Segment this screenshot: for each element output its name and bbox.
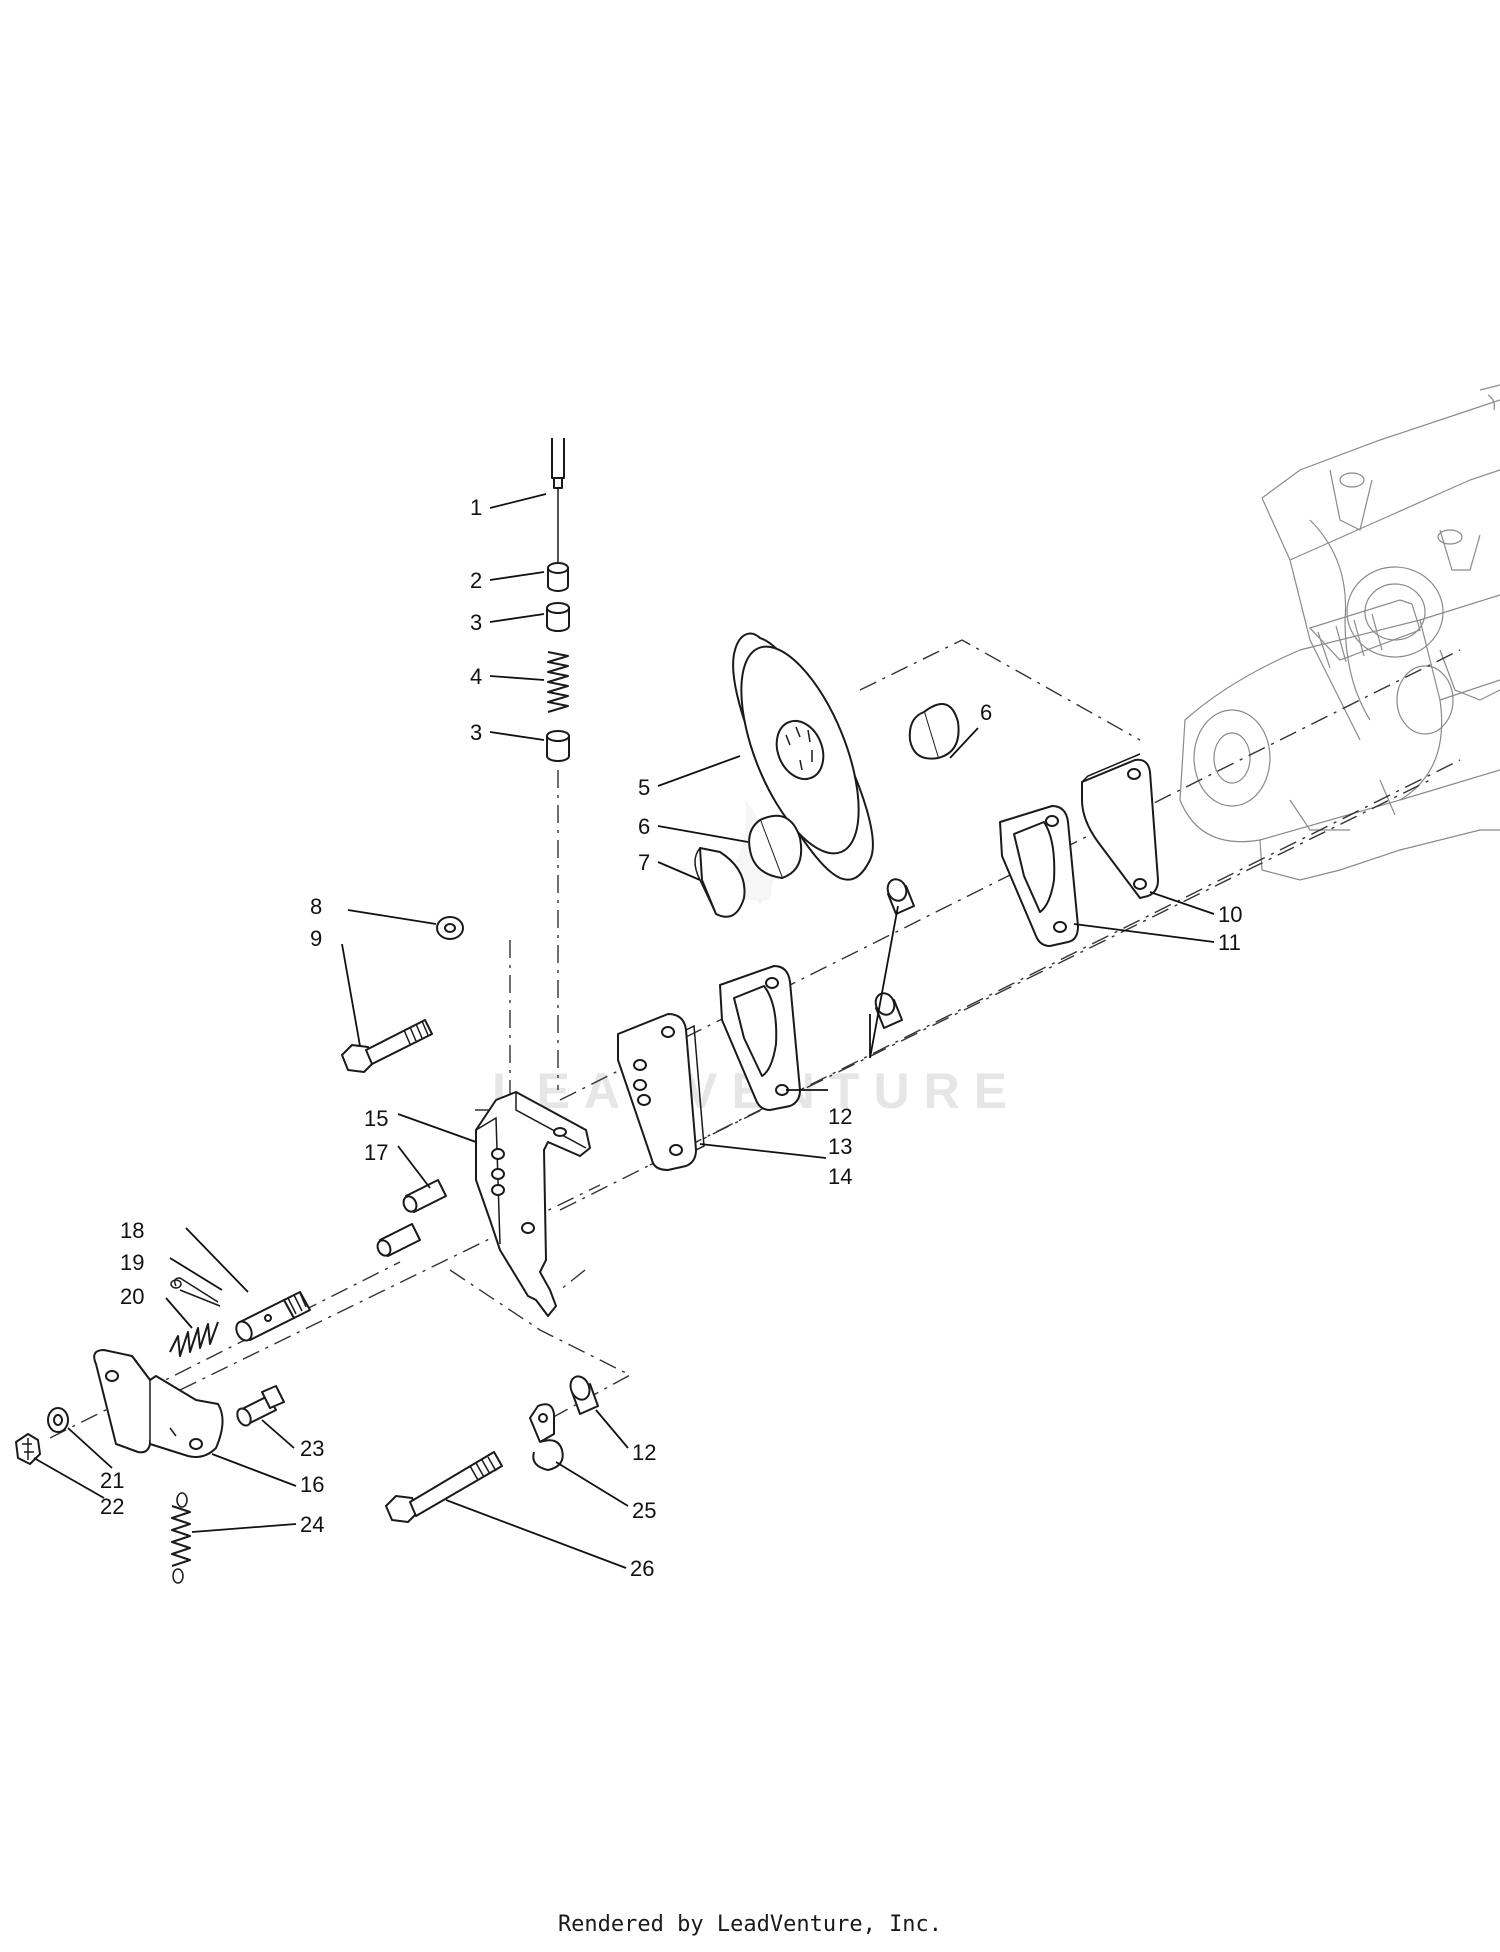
callout-4: 4 bbox=[470, 664, 482, 689]
pivot-part-23 bbox=[236, 1385, 285, 1427]
bolt-part-9 bbox=[341, 1019, 433, 1073]
cable-part-1 bbox=[551, 438, 565, 568]
flange-part-13 bbox=[719, 965, 801, 1111]
spring-part-4 bbox=[547, 651, 569, 713]
callout-2: 2 bbox=[470, 568, 482, 593]
pin-part-17-lower bbox=[376, 1223, 421, 1257]
key-part-6-upper bbox=[908, 703, 960, 760]
lever-part-16 bbox=[93, 1349, 224, 1458]
bracket-part-15 bbox=[475, 1091, 591, 1317]
flange-part-11 bbox=[999, 805, 1079, 947]
spring-part-24 bbox=[171, 1492, 191, 1584]
transmission-housing bbox=[1179, 384, 1500, 881]
nut-part-22 bbox=[15, 1433, 41, 1465]
spacer-part-3-lower bbox=[546, 730, 570, 762]
callout-3-upper: 3 bbox=[470, 610, 482, 635]
callout-22: 22 bbox=[100, 1494, 124, 1519]
callout-16: 16 bbox=[300, 1472, 324, 1497]
disc-part-5 bbox=[732, 632, 874, 881]
key-part-7 bbox=[694, 847, 746, 918]
callout-7: 7 bbox=[638, 850, 650, 875]
callout-14: 14 bbox=[828, 1164, 852, 1189]
callout-23: 23 bbox=[300, 1436, 324, 1461]
callout-17: 17 bbox=[364, 1140, 388, 1165]
callout-19: 19 bbox=[120, 1250, 144, 1275]
callout-18: 18 bbox=[120, 1218, 144, 1243]
key-part-6-lower bbox=[748, 814, 803, 879]
spacer-part-2 bbox=[547, 562, 569, 592]
pin-part-18 bbox=[235, 1291, 311, 1342]
bushing-part-12-upper bbox=[886, 878, 915, 915]
clip-part-25 bbox=[529, 1403, 564, 1471]
callout-labels: 1 2 3 4 3 5 6 6 7 8 9 10 11 12 13 14 15 … bbox=[100, 495, 1242, 1581]
callout-6-upper: 6 bbox=[980, 700, 992, 725]
spacer-part-3-upper bbox=[546, 602, 570, 632]
callout-3-lower: 3 bbox=[470, 720, 482, 745]
render-credit: Rendered by LeadVenture, Inc. bbox=[557, 1912, 943, 1937]
pin-part-17-upper bbox=[402, 1179, 447, 1213]
callout-15: 15 bbox=[364, 1106, 388, 1131]
callout-25: 25 bbox=[632, 1498, 656, 1523]
callout-24: 24 bbox=[300, 1512, 324, 1537]
callout-1: 1 bbox=[470, 495, 482, 520]
callout-11: 11 bbox=[1218, 930, 1241, 955]
spring-part-20 bbox=[169, 1321, 219, 1357]
callout-12-mid: 12 bbox=[828, 1104, 852, 1129]
callout-26: 26 bbox=[630, 1556, 654, 1581]
washer-part-8 bbox=[436, 916, 464, 940]
bolt-part-26 bbox=[385, 1451, 503, 1523]
washer-part-21 bbox=[47, 1407, 69, 1433]
plate-part-14 bbox=[617, 1013, 705, 1171]
callout-8: 8 bbox=[310, 894, 322, 919]
callout-12-lower: 12 bbox=[632, 1440, 656, 1465]
plate-part-10 bbox=[1081, 753, 1159, 899]
callout-13: 13 bbox=[828, 1134, 852, 1159]
callout-5: 5 bbox=[638, 775, 650, 800]
leader-lines bbox=[33, 493, 1215, 1569]
callout-20: 20 bbox=[120, 1284, 144, 1309]
cotter-pin-part-19 bbox=[170, 1277, 221, 1307]
callout-6-lower: 6 bbox=[638, 814, 650, 839]
callout-21: 21 bbox=[100, 1468, 124, 1493]
callout-9: 9 bbox=[310, 926, 322, 951]
bushing-part-12-lower bbox=[569, 1375, 599, 1415]
callout-10: 10 bbox=[1218, 902, 1242, 927]
